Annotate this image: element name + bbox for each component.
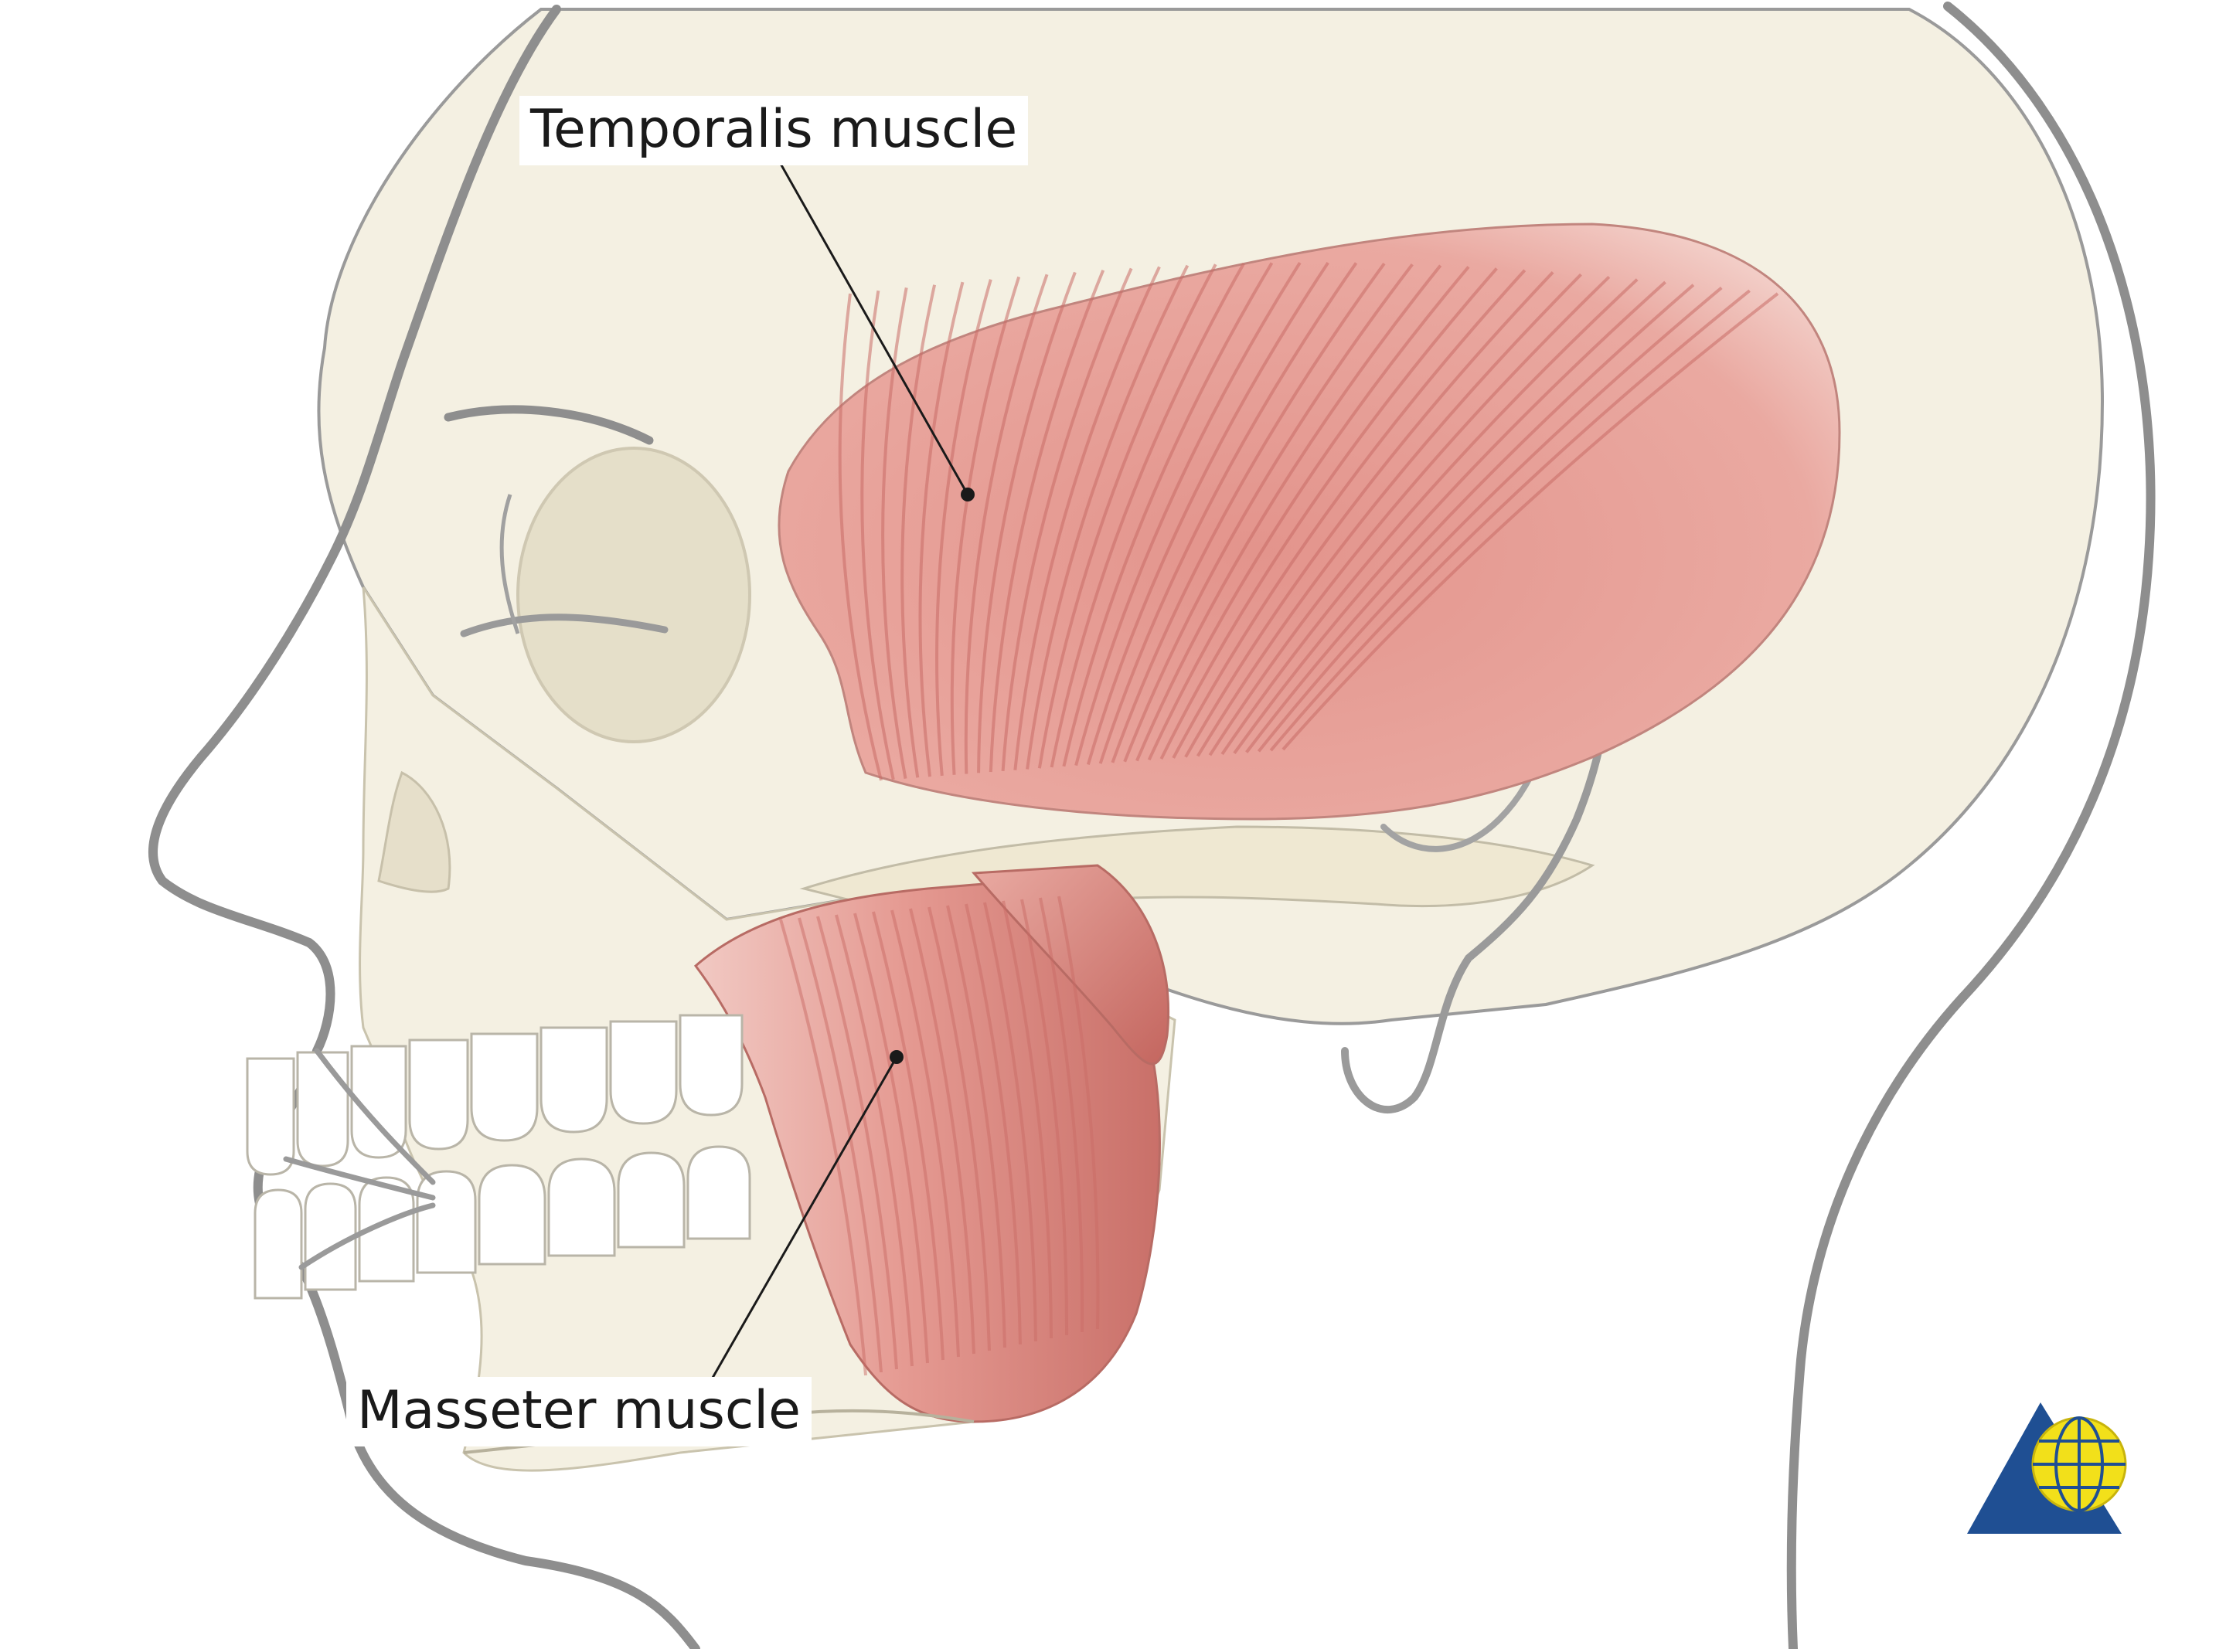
eyebrow-line xyxy=(444,405,654,445)
lower-teeth xyxy=(254,1145,751,1300)
masseter-fibre xyxy=(853,913,929,1364)
temporalis-pointer-dot xyxy=(961,488,975,501)
masseter-fibre xyxy=(779,919,867,1376)
temporalis-fibre xyxy=(1098,262,1358,764)
masseter-fibre xyxy=(835,914,914,1367)
masseter-fibre xyxy=(928,906,991,1351)
temporalis-fibre xyxy=(1220,278,1639,756)
masseter-fibre xyxy=(1020,899,1069,1336)
upper-tooth xyxy=(679,1014,744,1117)
masseter-pointer-line xyxy=(708,1056,898,1384)
temporalis-fibre xyxy=(918,281,965,777)
temporalis-fibre xyxy=(1196,273,1582,757)
upper-tooth xyxy=(350,1045,407,1159)
masseter-fibres xyxy=(779,896,1100,1376)
temporalis-fibre xyxy=(1026,264,1190,770)
temporalis-fibre xyxy=(1172,269,1527,759)
temporalis-fibre xyxy=(1074,261,1302,767)
nasal-cavity xyxy=(377,770,451,893)
temporalis-fibre xyxy=(881,287,908,779)
temporalis-fibre xyxy=(977,271,1077,773)
temporalis-fibre xyxy=(900,284,937,778)
lower-tooth xyxy=(686,1145,751,1240)
temporalis-fibres xyxy=(838,261,1779,781)
temporalis-fibre xyxy=(1184,271,1554,758)
temporalis-fibre xyxy=(1257,286,1723,753)
masseter-label: Masseter muscle xyxy=(346,1377,812,1446)
masseter-fibre xyxy=(890,909,960,1358)
upper-tooth xyxy=(470,1032,539,1142)
masseter-fibre xyxy=(1002,900,1053,1339)
temporalis-fibre xyxy=(935,279,992,777)
masseter-fibre xyxy=(965,903,1022,1345)
temporalis-fibre xyxy=(1281,292,1779,751)
face-profile-outline xyxy=(148,5,700,1652)
temporalis-fibre xyxy=(1135,264,1442,762)
temporalis-fibre xyxy=(989,270,1105,773)
temporalis-fibre xyxy=(1013,266,1161,770)
temporalis-fibre xyxy=(1147,266,1470,761)
masseter-fibre xyxy=(983,902,1037,1342)
temporalis-fibre xyxy=(1050,263,1245,768)
eyelid-line xyxy=(460,614,669,637)
masseter-fibre xyxy=(1039,897,1084,1333)
temporalis-fibre xyxy=(838,293,883,781)
upper-tooth xyxy=(296,1051,349,1168)
lower-tooth xyxy=(254,1188,303,1300)
temporalis-fibre xyxy=(1208,275,1611,756)
upper-teeth xyxy=(246,1014,744,1176)
lower-tooth xyxy=(478,1164,546,1266)
head-back-outline xyxy=(1786,2,2156,1652)
masseter-pointer-dot xyxy=(890,1050,904,1064)
masseter-fibre xyxy=(909,908,975,1355)
temporalis-fibre xyxy=(1233,280,1666,755)
temporalis-fibre xyxy=(1159,267,1498,760)
temporalis-fibre xyxy=(1245,284,1695,753)
temporalis-label: Temporalis muscle xyxy=(519,96,1029,165)
temporalis-fibre xyxy=(860,290,895,780)
temporalis-fibre xyxy=(1001,267,1133,772)
masseter-fibre xyxy=(872,911,945,1361)
lower-tooth xyxy=(304,1182,357,1291)
masseter-fibre xyxy=(798,917,883,1373)
temporalis-fibre xyxy=(964,274,1049,774)
temporalis-fibre xyxy=(1086,261,1329,765)
upper-tooth xyxy=(408,1038,469,1151)
temporalis-pointer-line xyxy=(779,163,969,495)
lower-tooth xyxy=(617,1151,686,1249)
temporalis-fibre xyxy=(1269,289,1751,752)
lower-tooth xyxy=(416,1170,477,1274)
upper-tooth xyxy=(246,1057,295,1176)
temporalis-fibre xyxy=(1111,262,1386,763)
temporalis-fibre xyxy=(1123,263,1414,763)
masseter-fibre xyxy=(1057,896,1100,1330)
upper-tooth xyxy=(539,1026,608,1134)
lower-tooth xyxy=(547,1157,616,1257)
masseter-fibre xyxy=(946,905,1006,1348)
eye-orbit xyxy=(516,447,751,743)
orbit-inner-line xyxy=(499,494,520,634)
temporalis-fibre xyxy=(950,276,1021,775)
masseter-fibre xyxy=(816,916,898,1370)
upper-tooth xyxy=(609,1020,678,1125)
temporalis-fibre xyxy=(1062,262,1274,767)
lower-tooth xyxy=(358,1176,415,1283)
temporalis-fibre xyxy=(1037,263,1217,769)
lips-outline xyxy=(283,1048,436,1270)
triangle-globe-logo-icon xyxy=(1967,1402,2127,1534)
